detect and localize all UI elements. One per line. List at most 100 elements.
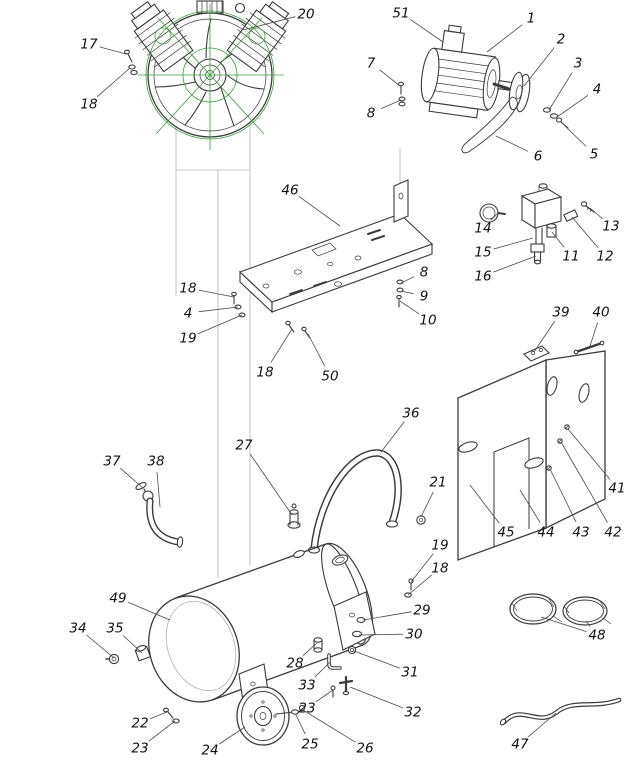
callout-43: 43	[572, 525, 589, 541]
wheel-axle	[275, 704, 306, 715]
leader-line-6	[495, 135, 529, 152]
callout-6: 6	[534, 149, 543, 165]
callout-41: 41	[608, 481, 625, 497]
leader-line-7	[379, 69, 401, 87]
callout-17: 17	[80, 37, 98, 53]
callout-48: 48	[588, 628, 605, 644]
plate-washers-right	[396, 279, 404, 308]
callout-42: 42	[604, 525, 621, 541]
callout-29: 29	[413, 603, 430, 619]
leader-line-42	[560, 441, 608, 523]
leader-line-47	[528, 712, 557, 738]
leader-line-20	[242, 16, 296, 31]
leader-line-49	[127, 601, 171, 621]
motor-assembly	[397, 24, 569, 154]
leader-line-19	[197, 314, 243, 335]
pressure-gauge	[479, 203, 506, 223]
callout-51: 51	[392, 6, 409, 22]
wheel	[236, 686, 290, 746]
leader-line-8	[380, 99, 402, 109]
leader-line-21	[420, 491, 434, 518]
callout-21: 21	[429, 475, 446, 491]
leader-line-32	[349, 686, 403, 709]
callout-33: 33	[298, 678, 315, 694]
leader-line-48	[540, 616, 587, 632]
handle-nut	[416, 515, 426, 525]
leader-line-2	[523, 47, 555, 87]
callout-46: 46	[281, 183, 298, 199]
leader-line-10	[399, 300, 420, 315]
leader-line-23	[148, 720, 176, 742]
callout-36: 36	[402, 406, 419, 422]
construction-overlay	[138, 4, 284, 150]
leader-line-29	[362, 611, 412, 621]
leader-line-18	[97, 67, 131, 98]
callout-2: 2	[557, 32, 566, 48]
underside-fitting	[313, 637, 323, 653]
callout-7: 7	[367, 56, 376, 72]
belt	[461, 96, 518, 154]
callout-10: 10	[419, 313, 436, 329]
leader-line-31	[353, 650, 400, 669]
callout-24: 24	[201, 743, 218, 759]
callout-4: 4	[184, 306, 193, 322]
leader-line-4	[198, 306, 239, 313]
leader-line-13	[589, 207, 603, 220]
leader-line-26	[302, 709, 356, 743]
callout-9: 9	[420, 289, 429, 305]
callout-18: 18	[431, 561, 448, 577]
leader-line-17	[99, 46, 127, 55]
leader-line-15	[493, 237, 534, 250]
callout-8: 8	[367, 106, 376, 122]
leader-line-51	[409, 18, 444, 43]
guard-rod	[573, 340, 605, 355]
callout-18: 18	[179, 281, 196, 297]
projection-lines	[175, 58, 401, 578]
leader-line-5	[563, 124, 587, 147]
callout-8: 8	[420, 265, 429, 281]
callout-32: 32	[404, 705, 421, 721]
leader-line-46	[298, 196, 341, 227]
pulley-fasteners	[542, 107, 569, 129]
cylinder-left	[130, 0, 194, 73]
callout-5: 5	[590, 147, 599, 163]
callout-35: 35	[106, 621, 123, 637]
leader-line-44	[519, 489, 541, 523]
callout-28: 28	[286, 656, 303, 672]
callout-50: 50	[321, 369, 338, 385]
pump-assembly	[124, 0, 290, 150]
callout-20: 20	[297, 7, 314, 23]
leader-line-37	[120, 467, 144, 489]
callout-38: 38	[147, 454, 164, 470]
callout-4: 4	[593, 82, 602, 98]
callout-19: 19	[431, 538, 448, 554]
callout-15: 15	[474, 245, 491, 261]
small-fittings-left	[105, 644, 152, 665]
base-plate	[231, 179, 434, 339]
callout-49: 49	[109, 591, 126, 607]
leader-line-18	[198, 289, 235, 298]
callout-30: 30	[405, 627, 422, 643]
callout-47: 47	[511, 737, 529, 753]
callout-14: 14	[474, 221, 491, 237]
leader-line-18	[407, 574, 432, 596]
leader-line-23	[315, 689, 334, 703]
drain-valve	[330, 675, 354, 698]
plate-bolts-left	[231, 291, 246, 318]
leader-line-43	[549, 468, 577, 523]
callout-23: 23	[298, 701, 315, 717]
leader-line-38	[156, 471, 161, 508]
switch-nipple	[546, 223, 557, 238]
rear-bracket	[333, 591, 376, 651]
callout-1: 1	[527, 11, 536, 27]
belt-guard-panels	[457, 340, 606, 561]
leader-line-1	[486, 24, 523, 53]
callout-27: 27	[235, 438, 253, 454]
callout-25: 25	[301, 737, 318, 753]
callout-3: 3	[574, 56, 583, 72]
callout-45: 45	[497, 525, 514, 541]
leader-line-33	[314, 661, 331, 678]
leader-line-18	[270, 328, 293, 363]
